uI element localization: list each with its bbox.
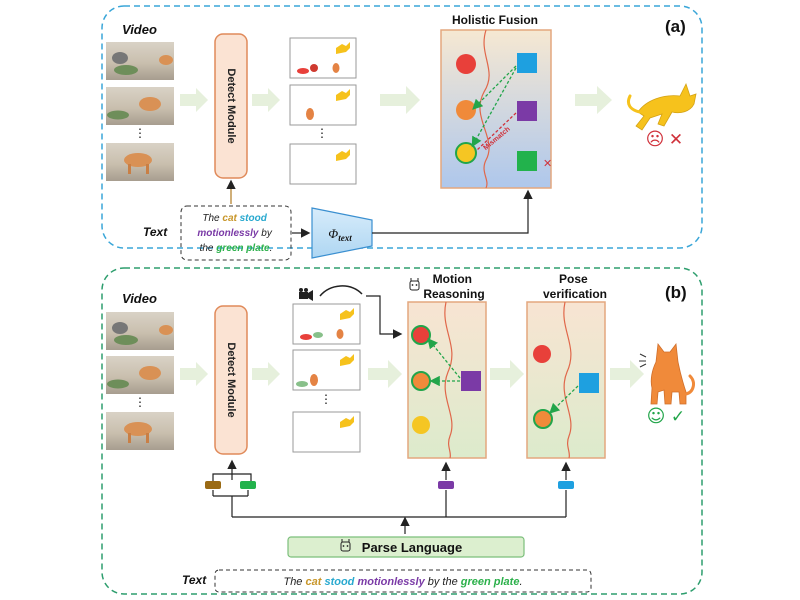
llm-icon-motion (409, 278, 420, 291)
video-frame (106, 143, 174, 181)
camera-icon (299, 288, 313, 301)
query-word: . (519, 576, 522, 588)
panel-a-video-frames: ⋮ (106, 42, 174, 181)
object-node-yellow (455, 142, 477, 164)
panel-a-border (101, 5, 703, 249)
fusion-title: Holistic Fusion (452, 13, 538, 27)
flow-arrow (368, 360, 402, 388)
crop-box (292, 411, 361, 453)
text-node-green (517, 151, 537, 171)
text-node-purple (461, 371, 481, 391)
panel-b-text-label: Text (182, 573, 207, 587)
mismatch-x-icon: ✕ (543, 157, 552, 170)
panel-b-video-frames: ⋮ (106, 312, 174, 450)
crops-ellipsis: ⋮ (316, 126, 328, 140)
panel-b-border (101, 267, 703, 595)
detect-module-b (214, 305, 248, 455)
query-word: stood (237, 213, 268, 224)
text-node-purple (517, 101, 537, 121)
happy-face-icon: ☺ (647, 406, 666, 427)
panel-b-video-label: Video (122, 291, 157, 306)
query-word: The (202, 213, 222, 224)
detection-crops-b: ⋮ (292, 303, 361, 453)
cross-mark-icon: ✕ (669, 130, 683, 150)
frames-ellipsis: ⋮ (134, 395, 146, 409)
object-node-red (456, 54, 476, 74)
panel-a-video-label: Video (122, 22, 157, 37)
detection-crops-a: ⋮ (289, 37, 357, 185)
crops-ellipsis: ⋮ (320, 392, 332, 406)
check-mark-icon: ✓ (671, 407, 685, 427)
pose-verification-title: Pose verification (543, 272, 607, 301)
object-node-red (411, 325, 431, 345)
text-node-blue (579, 373, 599, 393)
query-word: motionlessly (197, 228, 259, 239)
flow-arrow (180, 362, 208, 386)
detect-module-a (214, 33, 248, 179)
video-frame (106, 356, 174, 394)
text-encoder-label: Φtext (328, 226, 352, 243)
video-frame (106, 87, 174, 125)
query-word: green plate (215, 243, 270, 254)
flow-arrow (252, 88, 280, 112)
flow-arrow (380, 86, 420, 114)
object-node-red (533, 345, 551, 363)
panel-a-tag: (a) (665, 17, 686, 36)
query-word: motionlessly (354, 576, 425, 588)
video-frame (106, 312, 174, 350)
object-node-orange (411, 371, 431, 391)
query-word: The (283, 576, 305, 588)
detect-module-b-label: Detect Module (225, 342, 237, 417)
text-node-blue (517, 53, 537, 73)
motion-reasoning-title: Motion Reasoning (423, 272, 484, 301)
query-word: cat (222, 213, 237, 224)
panel-b-tag: (b) (665, 283, 687, 302)
token-noun (205, 481, 221, 489)
crop-box (289, 84, 357, 126)
flow-arrow (610, 360, 644, 388)
query-word: . (270, 243, 273, 254)
query-word: stood (321, 576, 354, 588)
query-word: the (200, 243, 217, 254)
parse-language-label: Parse Language (362, 540, 462, 555)
frames-ellipsis: ⋮ (134, 126, 146, 140)
token-object (240, 481, 256, 489)
text-query-b: The cat stood motionlessly by the green … (283, 576, 522, 588)
text-encoder (311, 207, 373, 259)
panel-b: (b) Video ⋮ Detec (101, 267, 703, 595)
flow-arrow (490, 360, 524, 388)
flow-arrow (575, 86, 612, 114)
flow-arrow (180, 88, 208, 112)
query-word: by the (425, 576, 461, 588)
standing-cat-icon (639, 342, 695, 405)
panel-a-text-label: Text (143, 225, 168, 239)
flow-arrow (252, 362, 280, 386)
llm-icon-parse (340, 539, 351, 552)
detect-module-a-label: Detect Module (225, 68, 237, 143)
crop-box (289, 143, 357, 185)
object-node-yellow (412, 416, 430, 434)
video-frame (106, 412, 174, 450)
query-word: by (259, 228, 273, 239)
token-motion (438, 481, 454, 489)
text-query-box-a (180, 205, 292, 261)
sad-face-icon: ☹ (646, 129, 665, 150)
video-frame (106, 42, 174, 80)
query-word: green plate (460, 576, 520, 588)
token-pose (558, 481, 574, 489)
object-node-orange (533, 409, 553, 429)
jumping-cat-icon (626, 82, 697, 131)
text-query-a: The cat stood motionlessly by the green … (197, 213, 274, 254)
panel-a: (a) Video ⋮ (101, 5, 703, 261)
query-word: cat (305, 576, 322, 588)
object-node-orange (456, 100, 476, 120)
text-query-box-b (214, 569, 592, 593)
